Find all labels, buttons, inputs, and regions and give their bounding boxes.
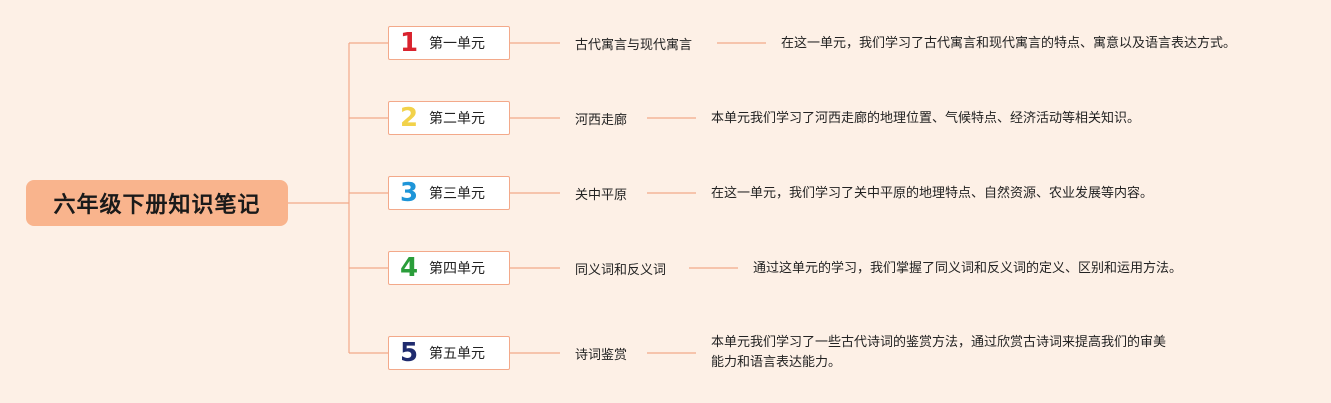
note-line: 在这一单元，我们学习了关中平原的地理特点、自然资源、农业发展等内容。	[711, 186, 1154, 201]
unit-node-3[interactable]: 3 第三单元	[388, 176, 510, 210]
unit-node-1[interactable]: 1 第一单元	[388, 26, 510, 60]
unit-note: 通过这单元的学习，我们掌握了同义词和反义词的定义、区别和运用方法。	[753, 259, 1182, 279]
unit-note: 本单元我们学习了河西走廊的地理位置、气候特点、经济活动等相关知识。	[711, 109, 1140, 129]
unit-node-5[interactable]: 5 第五单元	[388, 336, 510, 370]
unit-number: 5	[399, 338, 419, 368]
unit-topic[interactable]: 古代寓言与现代寓言	[575, 38, 693, 53]
note-line: 在这一单元，我们学习了古代寓言和现代寓言的特点、寓意以及语言表达方式。	[781, 36, 1237, 51]
unit-number: 3	[399, 178, 419, 208]
unit-note: 在这一单元，我们学习了关中平原的地理特点、自然资源、农业发展等内容。	[711, 184, 1153, 204]
unit-node-4[interactable]: 4 第四单元	[388, 251, 510, 285]
note-line: 通过这单元的学习，我们掌握了同义词和反义词的定义、区别和运用方法。	[753, 261, 1183, 276]
unit-note: 在这一单元，我们学习了古代寓言和现代寓言的特点、寓意以及语言表达方式。	[781, 34, 1236, 54]
unit-label: 第一单元	[429, 36, 485, 52]
unit-topic[interactable]: 关中平原	[575, 188, 628, 203]
unit-node-2[interactable]: 2 第二单元	[388, 101, 510, 135]
unit-label: 第二单元	[429, 111, 485, 127]
root-node[interactable]: 六年级下册知识笔记	[26, 180, 288, 226]
unit-label: 第五单元	[429, 346, 485, 362]
unit-label: 第三单元	[429, 186, 485, 202]
note-line: 本单元我们学习了一些古代诗词的鉴赏方法，通过欣赏古诗词来提高我们的审美	[711, 335, 1167, 350]
note-line: 能力和语言表达能力。	[711, 355, 842, 370]
note-line: 本单元我们学习了河西走廊的地理位置、气候特点、经济活动等相关知识。	[711, 111, 1141, 126]
unit-topic[interactable]: 河西走廊	[575, 113, 628, 128]
unit-number: 1	[399, 28, 419, 58]
unit-topic[interactable]: 诗词鉴赏	[575, 348, 628, 363]
unit-label: 第四单元	[429, 261, 485, 277]
unit-note: 本单元我们学习了一些古代诗词的鉴赏方法，通过欣赏古诗词来提高我们的审美能力和语言…	[711, 333, 1166, 373]
unit-number: 4	[399, 253, 419, 283]
unit-topic[interactable]: 同义词和反义词	[575, 263, 667, 278]
unit-number: 2	[399, 103, 419, 133]
